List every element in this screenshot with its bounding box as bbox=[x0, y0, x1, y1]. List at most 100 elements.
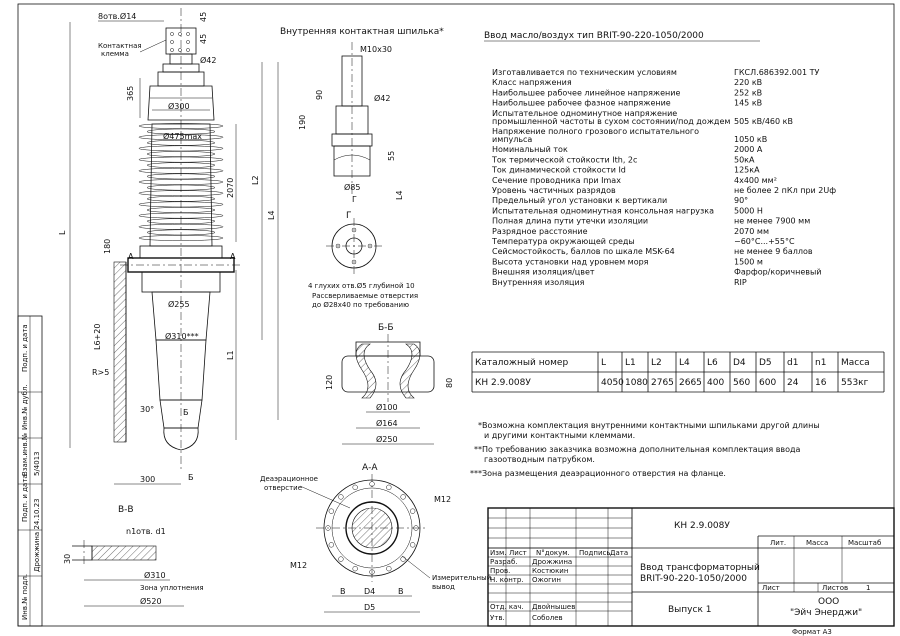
shed bbox=[146, 207, 216, 213]
spec-value: 4х400 мм² bbox=[734, 176, 777, 185]
tb-lit: Лит. bbox=[770, 539, 786, 547]
spec-value: 220 кВ bbox=[734, 78, 762, 87]
shed bbox=[138, 145, 224, 152]
spec-label: Наибольшее рабочее линейное напряжение bbox=[492, 88, 680, 97]
stamp-dupl: Инв.№ дубл. bbox=[21, 384, 29, 430]
shed bbox=[146, 218, 216, 225]
stamp-sign-date-2: Подп. и дата bbox=[21, 474, 29, 522]
spec-label: Высота установки над уровнем моря bbox=[492, 257, 649, 266]
table-cell: 560 bbox=[733, 378, 750, 388]
section-bb-title: Б-Б bbox=[378, 323, 394, 333]
spec-value: 505 кВ/460 кВ bbox=[734, 117, 793, 126]
tb-role: Утв. bbox=[490, 614, 505, 622]
flange-bolt-hole bbox=[410, 508, 416, 514]
stamp-replace: Взам.инв.№ bbox=[21, 433, 29, 476]
spec-value: 145 кВ bbox=[734, 99, 762, 108]
spec-label: Испытательная одноминутная консольная на… bbox=[492, 206, 714, 215]
note-2: и другими контактными клеммами. bbox=[484, 431, 635, 440]
table-header: d1 bbox=[787, 358, 798, 368]
side-stamp: Подп. и дата Инв.№ дубл. Взам.инв.№ 5/40… bbox=[17, 315, 43, 627]
tb-head-cell: Подпись bbox=[579, 549, 611, 557]
tb-person: Костюкин bbox=[532, 567, 568, 575]
table-cell: 24 bbox=[787, 378, 799, 388]
spec-label: Испытательное одноминутное напряжение bbox=[492, 109, 677, 118]
table-cell: 400 bbox=[707, 378, 724, 388]
table-header: D4 bbox=[733, 358, 746, 368]
shed bbox=[146, 195, 216, 202]
dim-2070: 2070 bbox=[226, 178, 235, 198]
spec-value: 1500 м bbox=[734, 257, 763, 266]
pin-dim-d85: Ø85 bbox=[344, 182, 360, 192]
tb-person: Дрожжина bbox=[532, 558, 572, 566]
flange-bolt-hole bbox=[400, 494, 406, 500]
vv-dim-d310: Ø310 bbox=[144, 570, 166, 580]
table-header: L bbox=[601, 358, 606, 368]
flange-bolt-hole bbox=[400, 556, 406, 562]
aa-v1: В bbox=[340, 587, 346, 596]
bushing-main-view bbox=[113, 8, 240, 470]
section-vv-title: В-В bbox=[118, 505, 134, 515]
flange-bolt-hole bbox=[338, 556, 344, 562]
shed bbox=[138, 123, 224, 129]
dim-R5: R>5 bbox=[92, 368, 109, 377]
tb-code: КН 2.9.008У bbox=[674, 521, 730, 531]
stamp-replace-no: 5/4013 bbox=[33, 451, 41, 476]
dim-d475: Ø475max bbox=[163, 131, 202, 141]
bb-dim-d250: Ø250 bbox=[376, 434, 398, 444]
tb-sheet: Лист bbox=[762, 584, 780, 592]
aa-m12-right: М12 bbox=[434, 495, 451, 504]
aa-meas-1: Измерительный bbox=[432, 574, 491, 582]
spec-label: Разрядное расстояние bbox=[492, 227, 588, 236]
pin-dim-55: 55 bbox=[387, 151, 396, 161]
tb-person: Соболев bbox=[532, 614, 563, 622]
shed bbox=[138, 212, 224, 219]
dim-holes: 8отв.Ø14 bbox=[98, 11, 136, 21]
stamp-sign-date-1: Подп. и дата bbox=[21, 324, 29, 372]
holes-note-2: Рассверливаемые отверстия bbox=[312, 292, 418, 300]
dim-L: L bbox=[58, 230, 67, 235]
spec-label: Внутренняя изоляция bbox=[492, 278, 585, 287]
bb-dim-80: 80 bbox=[445, 378, 454, 388]
tb-role: Разраб. bbox=[490, 558, 518, 566]
spec-value: RIP bbox=[734, 278, 747, 287]
notes: *Возможна комплектация внутренними конта… bbox=[470, 421, 820, 478]
dim-L4: L4 bbox=[267, 210, 276, 220]
table-cell: 1080 bbox=[625, 378, 648, 388]
tb-person: Двойнышев bbox=[532, 603, 575, 611]
spec-label: импульса bbox=[492, 135, 532, 144]
tb-role: Н. контр. bbox=[490, 576, 524, 584]
holes-note-3: до Ø28х40 по требованию bbox=[312, 301, 409, 309]
bb-dim-d100: Ø100 bbox=[376, 402, 398, 412]
flange-bolt-hole bbox=[386, 484, 392, 490]
table-cell: 2665 bbox=[679, 378, 702, 388]
dim-L1: L1 bbox=[226, 350, 235, 360]
spec-label: Изготавливается по техническим условиям bbox=[492, 68, 677, 77]
spec-label: Температура окружающей среды bbox=[491, 237, 635, 246]
tb-mass: Масса bbox=[806, 539, 828, 547]
mark-b1: Б bbox=[183, 408, 189, 417]
table-cell: 4050 bbox=[601, 378, 624, 388]
stamp-sign-value: Дрожжина 24.10.23 bbox=[33, 498, 41, 572]
table-header: L2 bbox=[651, 358, 662, 368]
dim-L2: L2 bbox=[251, 175, 260, 185]
sheet-frame bbox=[17, 3, 895, 627]
table-cell: 600 bbox=[759, 378, 776, 388]
table-header: Масса bbox=[841, 358, 870, 368]
spec-label: Предельный угол установки к вертикали bbox=[492, 196, 667, 205]
vv-seal-zone: Зона уплотнения bbox=[140, 584, 204, 592]
spec-label: Сейсмостойкость, баллов по шкале MSK-64 bbox=[492, 247, 675, 256]
tb-head-cell: N°докум. bbox=[536, 549, 570, 557]
spec-value: −60°С...+55°С bbox=[734, 237, 795, 246]
shed bbox=[138, 167, 224, 174]
table-header: L1 bbox=[625, 358, 636, 368]
tb-name-1: Ввод трансформаторный bbox=[640, 563, 760, 573]
pin-dim-d42: Ø42 bbox=[374, 93, 390, 103]
dim-45b: 45 bbox=[199, 34, 208, 44]
pin-title: Внутренняя контактная шпилька* bbox=[280, 27, 444, 37]
inner-pin-view: Внутренняя контактная шпилька* M10x30 90… bbox=[280, 27, 444, 309]
table-cell: 553кг bbox=[841, 378, 869, 388]
tb-sheets-count: 1 bbox=[866, 584, 870, 592]
table-header: Каталожный номер bbox=[475, 358, 568, 368]
pin-dim-L4: L4 bbox=[395, 190, 404, 200]
